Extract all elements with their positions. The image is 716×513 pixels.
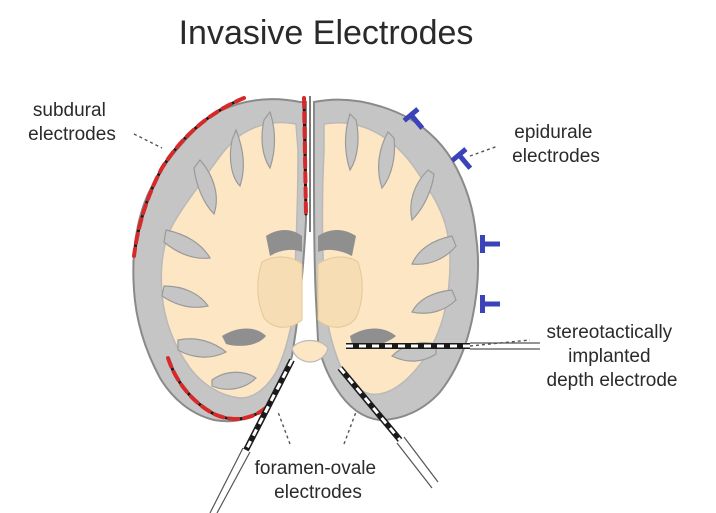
depth-electrode-icon [346, 343, 540, 349]
left-deep-nuclei [258, 257, 302, 327]
diagram-title: Invasive Electrodes [179, 14, 474, 52]
label-subdural: subdural electrodes [28, 100, 116, 145]
epidural-electrode-icon [480, 235, 500, 253]
epidural-electrode-icon [480, 295, 500, 313]
label-epidural: epidurale electrodes [512, 122, 600, 167]
right-deep-nuclei [318, 257, 362, 327]
label-depth-electrode: stereotactically implanted depth electro… [547, 322, 678, 391]
label-foramen-ovale: foramen-ovale electrodes [255, 458, 382, 503]
